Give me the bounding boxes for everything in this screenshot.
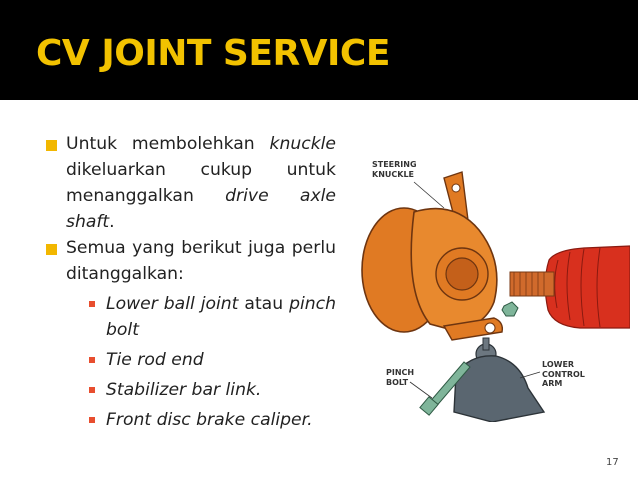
bullet-text-italic: knuckle xyxy=(269,134,337,154)
nut-icon xyxy=(501,301,519,317)
leader-line xyxy=(409,381,433,399)
bullet-text: Untuk membolehkan knuckle dikeluarkan cu… xyxy=(66,134,336,232)
sub-bullet-item: Stabilizer bar link. xyxy=(46,377,336,403)
leader-line xyxy=(413,181,445,209)
label-lower-control-arm: LOWER CONTROL ARM xyxy=(542,360,585,388)
sub-bullet-icon xyxy=(89,357,95,363)
bullet-text-part: Untuk membolehkan xyxy=(66,134,270,154)
lower-control-arm-icon xyxy=(453,337,546,423)
steering-knuckle-icon xyxy=(361,171,504,341)
slide-title: CV JOINT SERVICE xyxy=(36,33,390,74)
sub-bullet-icon xyxy=(89,301,95,307)
sub-bullet-icon xyxy=(89,387,95,393)
bullet-item: Semua yang berikut juga perlu ditanggalk… xyxy=(46,235,336,287)
sub-bullet-italic: Lower ball joint xyxy=(106,294,239,314)
sub-bullet-item: Tie rod end xyxy=(46,347,336,373)
bullet-text-part: dikeluarkan cukup untuk menanggalkan xyxy=(66,160,336,206)
bullet-item: Untuk membolehkan knuckle dikeluarkan cu… xyxy=(46,131,336,235)
sub-bullet-item: Lower ball joint atau pinch bolt xyxy=(46,291,336,343)
label-pinch-bolt: PINCH BOLT xyxy=(386,368,415,387)
title-bar: CV JOINT SERVICE xyxy=(0,0,638,100)
square-bullet-icon xyxy=(46,244,57,255)
leader-line xyxy=(519,371,541,379)
bullet-text-italic: drive axle shaft xyxy=(66,186,336,232)
square-bullet-icon xyxy=(46,140,57,151)
bullet-text: Semua yang berikut juga perlu ditanggalk… xyxy=(66,238,336,284)
sub-bullet-italic: Stabilizer bar link. xyxy=(106,380,262,400)
slide-content: Untuk membolehkan knuckle dikeluarkan cu… xyxy=(46,131,336,433)
cv-joint-illustration xyxy=(361,171,631,423)
pinch-bolt-icon xyxy=(419,361,471,416)
sub-bullet-italic: pinch bolt xyxy=(106,294,336,340)
sub-bullet-icon xyxy=(89,417,95,423)
cv-joint-diagram: STEERING KNUCKLE PINCH BOLT LOWER CONTRO… xyxy=(344,142,631,423)
sub-bullet-italic: Tie rod end xyxy=(106,350,204,370)
label-steering-knuckle: STEERING KNUCKLE xyxy=(372,160,417,179)
sub-bullet-italic: Front disc brake caliper. xyxy=(106,410,313,430)
sub-bullet-plain: atau xyxy=(238,294,290,314)
sub-bullet-item: Front disc brake caliper. xyxy=(46,407,336,433)
axle-shaft-icon xyxy=(509,271,555,297)
page-number: 17 xyxy=(606,457,619,468)
cv-boot-icon xyxy=(544,245,631,329)
bullet-text-part: . xyxy=(109,212,115,232)
